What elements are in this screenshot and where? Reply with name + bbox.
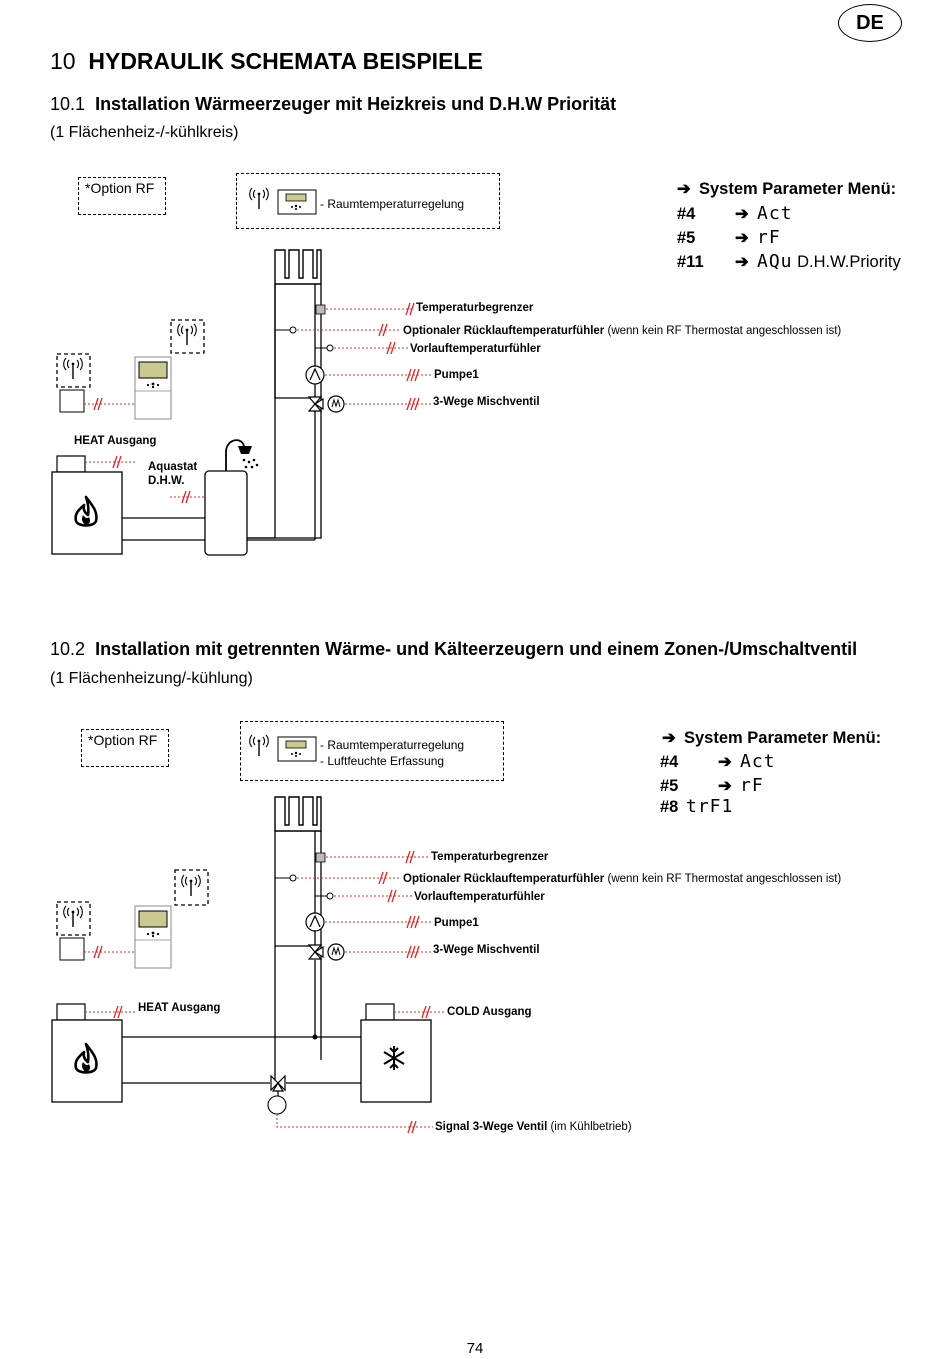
s2-label-signal: Signal 3-Wege Ventil (im Kühlbetrieb) [435, 1121, 632, 1133]
s2-number: 10.2 [50, 639, 86, 659]
room-thermostat-icon [134, 356, 172, 420]
s1-menu-row: #4➔Act [677, 203, 793, 224]
s2-label-temp-limit: Temperaturbegrenzer [431, 851, 549, 863]
s2-option-rf-box: *Option RF [81, 729, 169, 767]
antenna-icon [177, 323, 197, 346]
section-heading: 10 HYDRAULIK SCHEMATA BEISPIELE [50, 48, 483, 75]
s2-schematic [51, 734, 444, 1134]
language-badge: DE [838, 4, 902, 42]
s1-label-temp-limit: Temperaturbegrenzer [416, 302, 534, 314]
page-number: 74 [466, 1340, 484, 1357]
s2-thermostat-line: - Raumtemperaturregelung [320, 738, 465, 752]
thermostat-icon [277, 189, 317, 215]
s1-thermostat-line: - Raumtemperaturregelung [320, 197, 465, 211]
antenna-icon [249, 734, 269, 757]
floor-heating-icon [274, 249, 322, 285]
s2-option-rf-label: *Option RF [88, 732, 158, 748]
s1-number: 10.1 [50, 94, 86, 114]
s1-schematic [51, 187, 432, 556]
valve-motor-icon [267, 1095, 287, 1115]
s1-heading: 10.1 Installation Wärmeerzeuger mit Heiz… [50, 94, 616, 115]
thermostat-icon [277, 736, 317, 762]
s1-label-heat-out: HEAT Ausgang [74, 435, 157, 447]
s2-thermostat-box [240, 721, 504, 781]
section-number: 10 [50, 48, 76, 74]
section-title: HYDRAULIK SCHEMATA BEISPIELE [88, 48, 483, 74]
s2-label-return-sensor: Optionaler Rücklauftemperaturfühler (wen… [403, 873, 842, 885]
s1-label-flow-sensor: Vorlauftemperaturfühler [410, 343, 541, 355]
antenna-icon [63, 357, 83, 380]
s1-menu-row: #11➔AQu D.H.W.Priority [677, 251, 901, 272]
s1-label-pump: Pumpe1 [434, 369, 479, 381]
s1-option-rf-label: *Option RF [85, 180, 155, 196]
s2-heading: 10.2 Installation mit getrennten Wärme- … [50, 639, 857, 660]
arrow-icon: ➔ [677, 180, 691, 198]
s1-label-aquastat: Aquastat [148, 461, 198, 473]
antenna-icon [249, 187, 269, 210]
antenna-icon [181, 874, 201, 897]
zone-valve-icon [270, 1074, 286, 1092]
pump-icon [305, 365, 325, 385]
s1-option-rf-box: *Option RF [78, 177, 166, 215]
s1-menu-row: #5➔rF [677, 227, 781, 248]
s2-thermostat-line: - Luftfeuchte Erfassung [320, 754, 445, 768]
s2-menu-title: ➔System Parameter Menü: [662, 729, 882, 747]
motor-icon [327, 943, 345, 961]
s2-menu-row: #4➔Act [660, 751, 776, 772]
s2-label-flow-sensor: Vorlauftemperaturfühler [414, 891, 545, 903]
arrow-icon: ➔ [662, 729, 676, 747]
s2-title: Installation mit getrennten Wärme- und K… [95, 639, 858, 659]
floor-heating-icon [274, 796, 322, 832]
s2-label-pump: Pumpe1 [434, 917, 479, 929]
s1-label-return-sensor: Optionaler Rücklauftemperaturfühler (wen… [403, 325, 842, 337]
s2-label-cold-out: COLD Ausgang [447, 1006, 532, 1018]
shower-drops-icon [242, 458, 259, 469]
s2-label-heat-out: HEAT Ausgang [138, 1002, 221, 1014]
s1-title: Installation Wärmeerzeuger mit Heizkreis… [95, 94, 617, 114]
s1-label-dhw: D.H.W. [148, 475, 185, 487]
s1-menu-title: ➔System Parameter Menü: [677, 180, 897, 198]
s1-label-valve: 3-Wege Mischventil [433, 396, 540, 408]
pump-icon [305, 912, 325, 932]
snowflake-icon [383, 1046, 405, 1070]
s1-subtitle: (1 Flächenheiz-/-kühlkreis) [50, 124, 239, 141]
motor-icon [327, 395, 345, 413]
s1-thermostat-box [236, 173, 500, 229]
s2-label-valve: 3-Wege Mischventil [433, 944, 540, 956]
antenna-icon [63, 905, 83, 928]
room-thermostat-icon [134, 905, 172, 969]
s2-subtitle: (1 Flächenheizung/-kühlung) [50, 670, 253, 687]
s2-menu-row: #5➔rF [660, 775, 764, 796]
